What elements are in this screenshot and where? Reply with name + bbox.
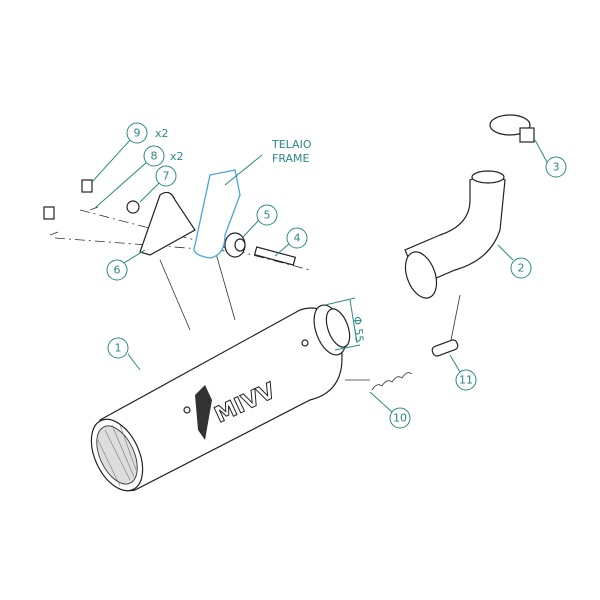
frame-label: TELAIO FRAME [271, 138, 312, 165]
svg-text:9: 9 [134, 127, 141, 140]
callout-1: 1 [107, 337, 129, 359]
callout-5: 5 [256, 204, 278, 226]
clamp [489, 114, 535, 143]
callout-6: 6 [106, 259, 128, 281]
pin [431, 339, 459, 357]
svg-text:FRAME: FRAME [272, 152, 310, 165]
callout-3: 3 [545, 156, 567, 178]
screw [43, 206, 55, 220]
svg-text:8: 8 [151, 150, 158, 163]
callout-11: 11 [455, 369, 477, 391]
spring [371, 372, 413, 391]
svg-text:x2: x2 [170, 150, 184, 163]
frame-part [193, 169, 241, 259]
nut [126, 200, 140, 214]
svg-text:2: 2 [518, 262, 525, 275]
svg-text:TELAIO: TELAIO [271, 138, 312, 151]
assembly-lines [159, 249, 461, 381]
muffler: MIVV [90, 304, 351, 492]
svg-text:x2: x2 [155, 127, 169, 140]
screw [81, 179, 93, 193]
svg-text:7: 7 [163, 170, 170, 183]
callout-4: 4 [286, 227, 308, 249]
callout-9: 9 x2 [126, 122, 169, 144]
diameter-dimension: Φ 55 [324, 297, 366, 351]
washer [49, 206, 99, 236]
svg-text:1: 1 [115, 342, 122, 355]
svg-text:10: 10 [393, 412, 407, 425]
callout-10: 10 [389, 407, 411, 429]
callout-2: 2 [510, 257, 532, 279]
svg-text:6: 6 [114, 264, 121, 277]
svg-text:11: 11 [459, 374, 473, 387]
link-pipe [404, 170, 506, 299]
leader-lines [91, 138, 549, 413]
svg-text:4: 4 [294, 232, 301, 245]
svg-text:Φ 55: Φ 55 [351, 316, 366, 343]
bracket [139, 191, 196, 256]
callout-8: 8 x2 [143, 145, 184, 167]
svg-text:5: 5 [264, 209, 271, 222]
callout-7: 7 [155, 165, 177, 187]
svg-text:3: 3 [553, 161, 560, 174]
